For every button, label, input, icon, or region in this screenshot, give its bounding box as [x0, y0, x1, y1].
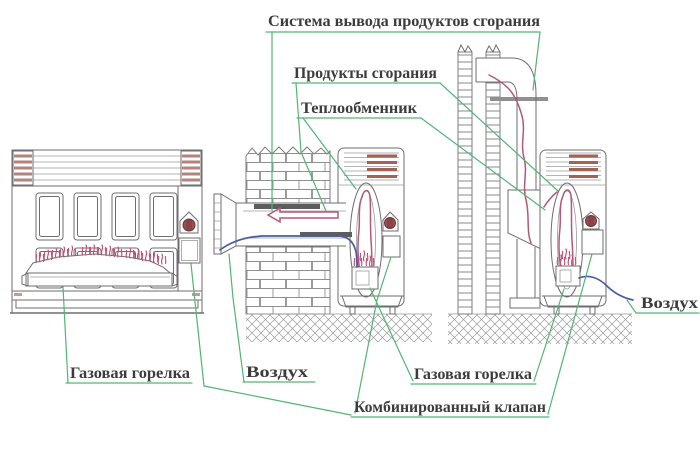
leader-exchanger-to-middle — [302, 117, 357, 190]
label-combustion-products: Продукты сгорания — [294, 65, 437, 82]
vent-grille-right — [546, 152, 601, 181]
leader-exhaust-to-chimney — [532, 31, 541, 91]
ground-hatch-middle — [246, 314, 432, 342]
label-air-right: Воздух — [641, 295, 698, 312]
exhaust-arrow — [266, 206, 339, 224]
leader-valve-to-left-unit — [190, 263, 352, 416]
label-exhaust-system: Система вывода продуктов сгорания — [268, 13, 540, 30]
control-valve-assembly-left — [178, 211, 201, 264]
leader-burner-left — [62, 286, 69, 384]
combustion-flow-path — [357, 189, 373, 279]
coaxial-flue-duct — [213, 193, 352, 255]
gas-valve-box — [351, 266, 379, 290]
label-air-left: Воздух — [246, 364, 308, 381]
brick-wall-upper — [245, 146, 331, 214]
flue-damper — [490, 97, 548, 101]
label-combined-valve: Комбинированный клапан — [354, 399, 546, 416]
valve-cover-box-right — [581, 229, 604, 255]
gas-valve-box-right — [555, 265, 581, 287]
chimney-heater-section — [448, 43, 634, 344]
leader-exchanger-to-right — [420, 117, 546, 211]
heater-body-right — [539, 149, 607, 315]
flue-lower-duct — [509, 239, 541, 309]
chimney-right-column — [485, 43, 501, 315]
leader-products-to-right-heater — [439, 82, 559, 192]
valve-cover-box-middle — [382, 235, 401, 258]
leader-air-left — [228, 253, 245, 383]
leader-lines — [62, 31, 700, 418]
leader-burner-to-middle — [369, 287, 414, 382]
chimney-left-column — [457, 43, 473, 315]
brick-wall-lower — [245, 246, 331, 315]
heater-base-middle — [340, 295, 404, 315]
burner-assembly — [21, 244, 179, 287]
cornice-right-bands — [182, 154, 200, 182]
heater-cornice — [11, 149, 203, 187]
leader-burner-to-right — [533, 288, 565, 382]
duct-terminal — [213, 193, 237, 255]
wall-mounted-heater-section — [213, 146, 432, 342]
flue-gas-flow-path — [488, 74, 532, 244]
left-heater-front-view — [10, 149, 204, 314]
label-gas-burner-right: Газовая горелка — [414, 366, 532, 383]
air-intake-hose-right — [578, 275, 634, 301]
burner-tray — [27, 272, 173, 287]
cornice-left-bands — [14, 154, 32, 182]
flue-connection-path — [543, 191, 558, 208]
leader-valve-to-middle-unit — [354, 256, 392, 414]
leader-valve-to-right-unit — [547, 253, 593, 415]
air-intake-line — [219, 235, 358, 268]
leader-air-right — [626, 299, 637, 314]
ground-hatch-right — [448, 314, 632, 344]
label-gas-burner-left: Газовая горелка — [70, 365, 190, 382]
valve-cover-box — [178, 237, 201, 264]
heater-base — [10, 290, 204, 314]
leader-products-to-duct-arrow — [295, 82, 327, 212]
vent-grille — [344, 152, 399, 181]
combustion-flow-path-right — [558, 189, 574, 277]
label-heat-exchanger: Теплообменник — [301, 100, 418, 117]
diagram-labels: Система вывода продуктов сгорания Продук… — [70, 13, 698, 416]
